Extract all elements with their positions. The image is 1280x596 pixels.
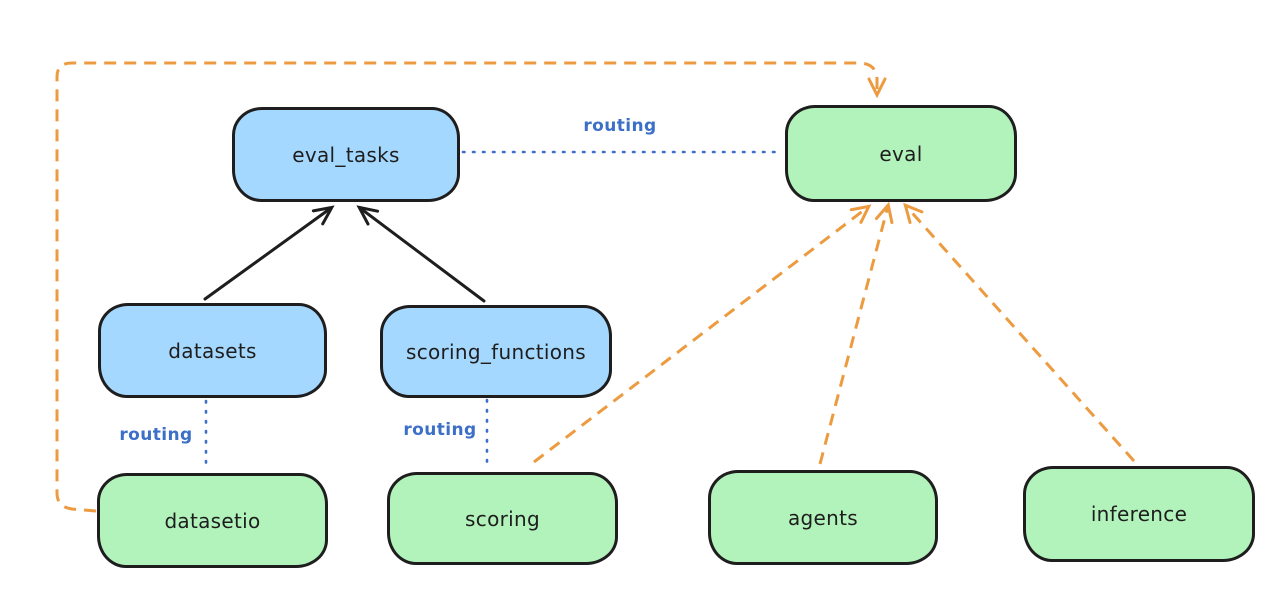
node-scoring-functions-label: scoring_functions	[405, 339, 587, 364]
node-agents: agents	[708, 470, 938, 565]
node-inference: inference	[1023, 466, 1255, 562]
node-datasetio: datasetio	[97, 473, 328, 568]
edge-datasets-eval-tasks	[203, 205, 335, 301]
node-scoring: scoring	[387, 472, 618, 565]
node-scoring-functions: scoring_functions	[380, 305, 612, 398]
node-datasets-label: datasets	[168, 338, 257, 363]
node-datasets: datasets	[98, 303, 327, 398]
node-eval-label: eval	[879, 141, 923, 166]
edge-label-routing-datasetio: routing	[119, 425, 193, 445]
edge-inference-eval	[903, 202, 1136, 462]
node-scoring-label: scoring	[465, 506, 540, 531]
node-eval: eval	[785, 105, 1017, 202]
node-inference-label: inference	[1090, 502, 1188, 526]
node-eval-tasks: eval_tasks	[232, 107, 460, 202]
node-datasetio-label: datasetio	[164, 508, 261, 533]
node-eval-tasks-label: eval_tasks	[292, 142, 400, 167]
edge-scoring-functions-eval-tasks	[356, 205, 486, 303]
edge-label-routing-top: routing	[583, 116, 657, 136]
edge-label-routing-scoring: routing	[403, 420, 477, 440]
node-agents-label: agents	[788, 505, 858, 530]
edge-agents-eval	[818, 201, 894, 465]
